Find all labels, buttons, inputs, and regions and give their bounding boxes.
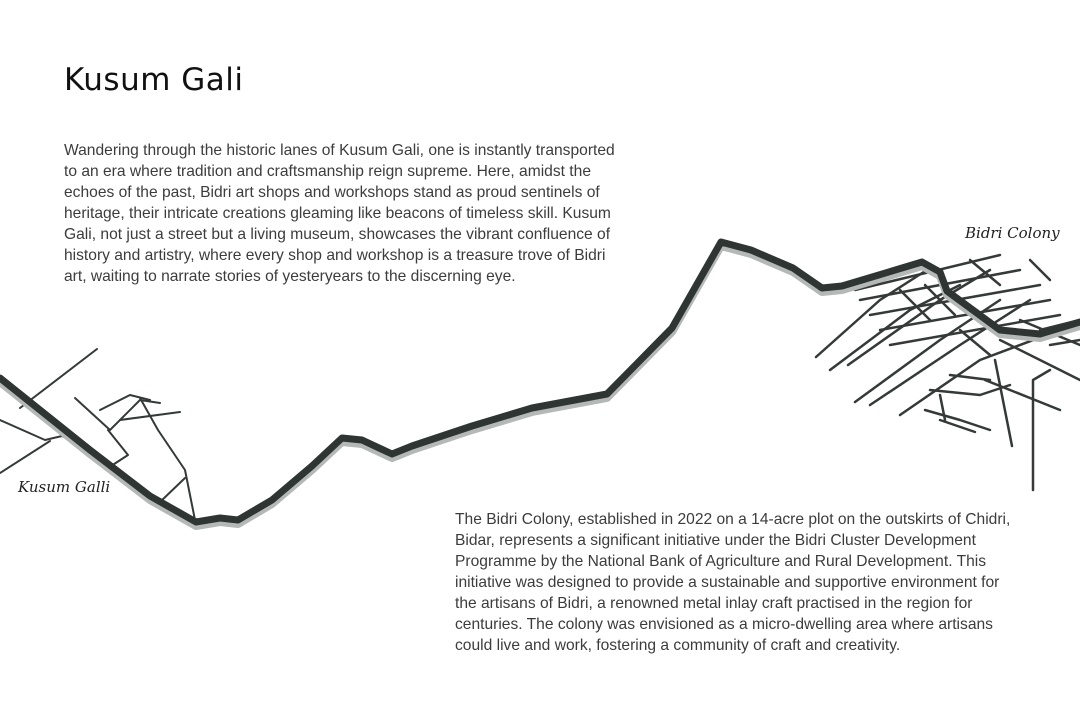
kusum-gali-description: Wandering through the historic lanes of …	[64, 142, 615, 285]
kusum-galli-map-label: Kusum Galli	[17, 478, 110, 496]
bidri-colony-street-network	[814, 253, 1080, 492]
bidri-colony-description: The Bidri Colony, established in 2022 on…	[455, 511, 1011, 654]
main-route	[0, 238, 1080, 526]
page-title: Kusum Gali	[64, 62, 244, 98]
bidri-colony-map-label: Bidri Colony	[964, 224, 1060, 242]
